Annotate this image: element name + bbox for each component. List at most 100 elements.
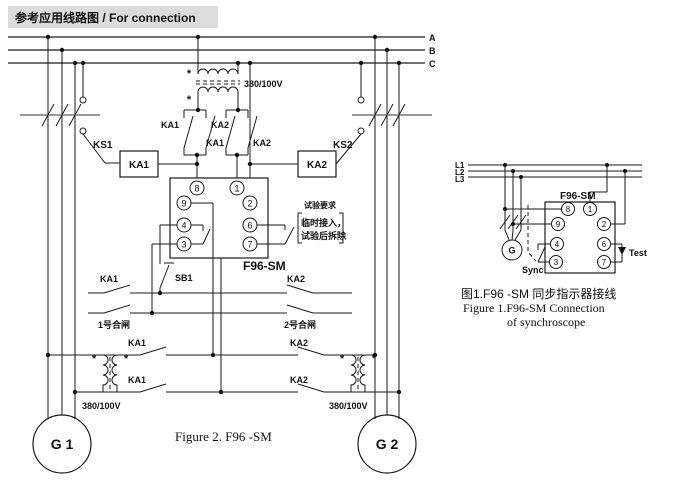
panel-sync-label: Sync <box>522 265 544 275</box>
test-note-line2: 试验后拆除 <box>301 230 347 241</box>
terminal-7: 7 <box>242 236 258 252</box>
panel-terminal-2: 2 <box>597 217 611 231</box>
panel-terminal2-wire <box>611 171 626 225</box>
generator-2: G 2 <box>357 414 417 474</box>
bus-label-a: A <box>429 33 436 43</box>
page-title: 参考应用线路图 / For connection <box>15 10 196 25</box>
terminal-3: 3 <box>176 236 192 252</box>
bus-label-b: B <box>429 46 436 56</box>
g2-label: G 2 <box>376 436 399 452</box>
ks2-upper-contact <box>357 96 365 104</box>
bus-pt-polarity-secondary: * <box>187 94 192 106</box>
panel-terminal-4: 4 <box>550 237 564 251</box>
g2-breaker <box>368 103 406 127</box>
test-note-title: 试验要求 <box>304 200 337 210</box>
svg-text:3: 3 <box>181 240 186 250</box>
panel-terminal-3: 3 <box>549 255 563 269</box>
g2-pt: * * KA2 KA2 380/100V <box>290 338 402 411</box>
terminal-6: 6 <box>242 217 258 233</box>
g2-circle <box>357 414 417 474</box>
panel-test-label: Test <box>629 248 647 258</box>
test-note-brackets <box>297 212 344 244</box>
g1-circle <box>32 414 92 474</box>
ks1-blade <box>82 133 120 164</box>
svg-text:8: 8 <box>566 205 571 214</box>
terminal-9: 9 <box>176 195 192 211</box>
g1-pt-ratio: 380/100V <box>82 401 121 411</box>
panel-gen-circle <box>501 239 523 261</box>
sb1-switch: SB1 <box>157 262 193 296</box>
bus-pt-secondary-winding <box>197 86 239 93</box>
bus-pt-ratio: 380/100V <box>244 79 283 89</box>
ks1-upper-contact <box>79 96 87 104</box>
terminal-1: 1 <box>229 180 245 196</box>
svg-text:6: 6 <box>602 240 607 249</box>
terminal9-wire <box>191 202 214 355</box>
svg-text:3: 3 <box>554 258 559 267</box>
ks2-label: KS2 <box>333 140 353 151</box>
sb1-label: SB1 <box>175 273 193 283</box>
svg-text:7: 7 <box>602 258 607 267</box>
panel-terminal-1: 1 <box>583 202 597 216</box>
g1-label: G 1 <box>51 436 74 452</box>
ks1-branch: KS1 KA1 <box>79 63 200 178</box>
panel-aux-dashed-wire <box>527 205 537 262</box>
svg-text:9: 9 <box>556 220 561 229</box>
figure1-panel: L1 L2 L3 G F96-SM 8 1 9 2 4 6 3 7 Sync T… <box>455 161 647 329</box>
title-banner: 参考应用线路图 / For connection <box>8 6 218 28</box>
figure1-caption-en2: of synchroscope <box>507 315 585 329</box>
svg-text:1: 1 <box>588 205 593 214</box>
row1-ka1-label: KA1 <box>100 274 118 284</box>
ka1-coil-box <box>119 150 159 178</box>
svg-text:8: 8 <box>194 184 199 194</box>
svg-text:2: 2 <box>247 199 252 209</box>
test-arrow-icon <box>618 247 626 255</box>
close2-label: 2号合闸 <box>284 319 316 330</box>
panel-sync-contact <box>537 243 550 263</box>
bus-pt-core <box>196 80 240 85</box>
l3-label: L3 <box>455 175 465 184</box>
g1-pt-primary-winding <box>102 354 109 392</box>
svg-text:7: 7 <box>247 240 252 250</box>
g2-pt-primary-winding <box>350 354 357 392</box>
g2-pt-polarity-a: * <box>340 353 345 365</box>
junction-dots <box>45 34 402 66</box>
sel-right-ka2-label: KA2 <box>253 138 271 148</box>
test-contact <box>257 224 295 245</box>
ka2-coil-label: KA2 <box>307 160 327 171</box>
ks2-blade <box>335 133 362 165</box>
bus-pt-primary-winding <box>197 68 239 75</box>
figure1-caption-zh: 图1.F96 -SM 同步指示器接线 <box>461 286 616 301</box>
g1-feeder-wires <box>20 37 100 419</box>
terminal-4: 4 <box>176 217 192 233</box>
g1-pt-ka1b-label: KA1 <box>128 375 146 385</box>
close1-label: 1号合闸 <box>98 319 130 330</box>
bus-pt: * * 380/100V <box>187 37 283 110</box>
g2-pt-ka2-contacts <box>297 346 325 393</box>
svg-text:4: 4 <box>555 240 560 249</box>
terminal-2: 2 <box>242 195 258 211</box>
generator-1: G 1 <box>32 414 92 474</box>
ka2-coil-box <box>297 150 337 178</box>
terminal-8: 8 <box>189 180 205 196</box>
svg-text:2: 2 <box>602 220 607 229</box>
sel-right-ka1-label: KA1 <box>206 138 224 148</box>
panel-f96-label: F96-SM <box>560 191 596 202</box>
sel-left-ka2-label: KA2 <box>211 120 229 130</box>
g1-pt-ka1-contacts <box>139 346 167 393</box>
l1-label: L1 <box>455 161 465 170</box>
bus-label-c: C <box>429 59 436 69</box>
panel-terminal-6: 6 <box>597 237 611 251</box>
row1-ka2-label: KA2 <box>287 274 305 284</box>
panel-terminal-9: 9 <box>551 217 565 231</box>
g2-pt-ratio: 380/100V <box>329 401 368 411</box>
control-row-2: 1号合闸 2号合闸 <box>88 304 352 330</box>
test-link: 试验要求 临时接入， 试验后拆除 <box>257 200 347 245</box>
svg-text:6: 6 <box>247 221 252 231</box>
sel-left-ka1-label: KA1 <box>161 120 179 130</box>
selector-contacts: KA1 KA2 KA1 KA2 <box>161 107 271 181</box>
g1-pt: * * KA1 KA1 380/100V <box>45 338 399 411</box>
panel-gen-feeder <box>504 165 522 230</box>
